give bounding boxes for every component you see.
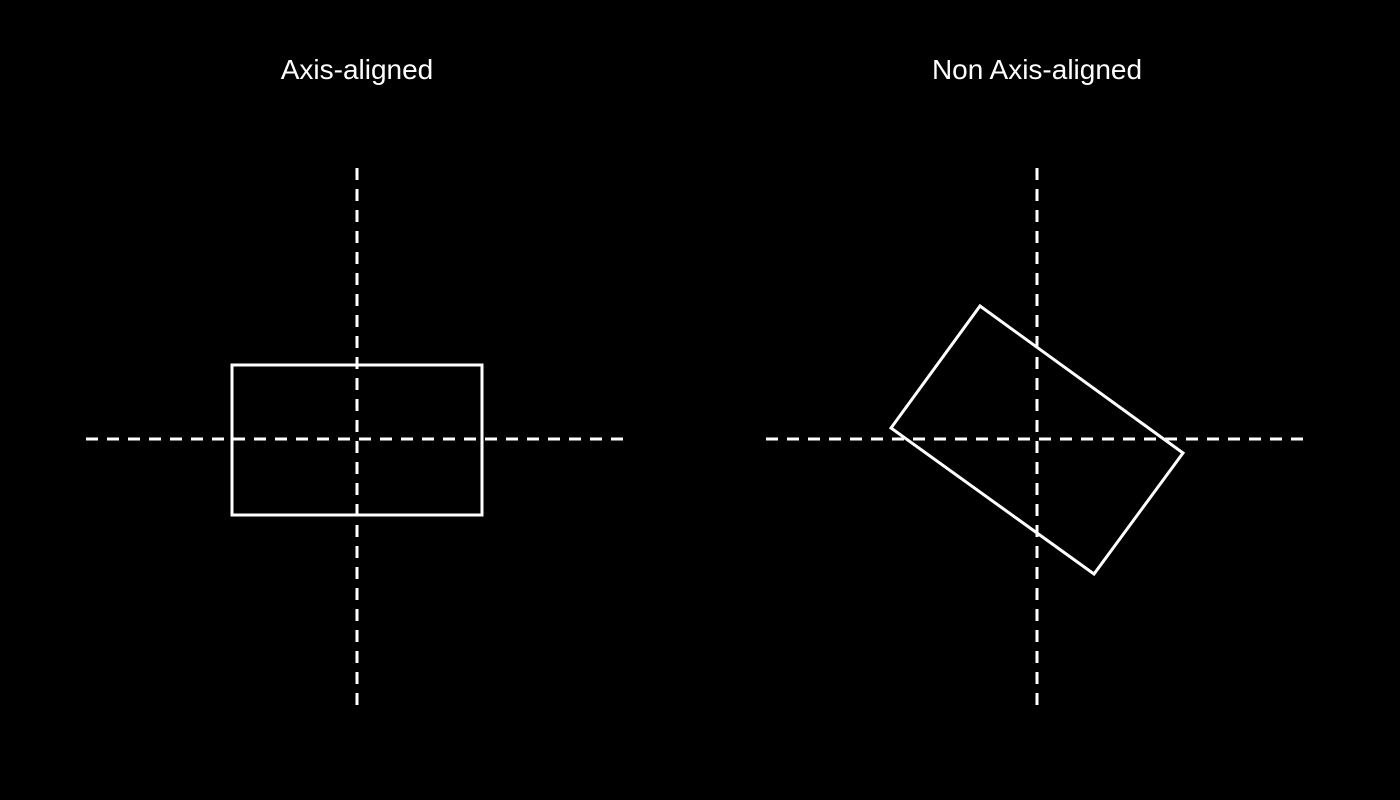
rotated-rectangle [888, 303, 1186, 577]
panel-non-axis-aligned: Non Axis-aligned [766, 54, 1308, 711]
panel-axis-aligned: Axis-aligned [86, 54, 628, 711]
axis-aligned-rectangle [230, 363, 484, 517]
panel-title-axis-aligned: Axis-aligned [281, 54, 434, 85]
panel-title-non-axis-aligned: Non Axis-aligned [932, 54, 1142, 85]
